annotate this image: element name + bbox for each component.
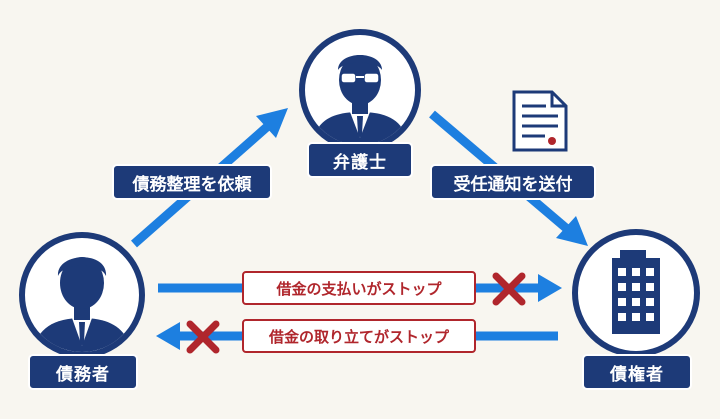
collection-stop-label: 借金の取り立てがストップ: [242, 319, 476, 353]
payment-stop-label: 借金の支払いがストップ: [242, 271, 476, 305]
debtor-label: 債務者: [28, 354, 138, 390]
creditor-building-icon: [572, 229, 700, 357]
payment-stop-x-icon: [492, 272, 526, 306]
request-label: 債務整理を依頼: [112, 164, 272, 200]
collection-stop-x-icon: [186, 320, 220, 354]
debtor-avatar: [19, 232, 145, 358]
document-icon: [512, 90, 568, 152]
creditor-label: 債権者: [582, 354, 692, 390]
lawyer-label: 弁護士: [307, 142, 413, 178]
notice-label: 受任通知を送付: [430, 164, 596, 200]
lawyer-avatar: [299, 29, 421, 151]
